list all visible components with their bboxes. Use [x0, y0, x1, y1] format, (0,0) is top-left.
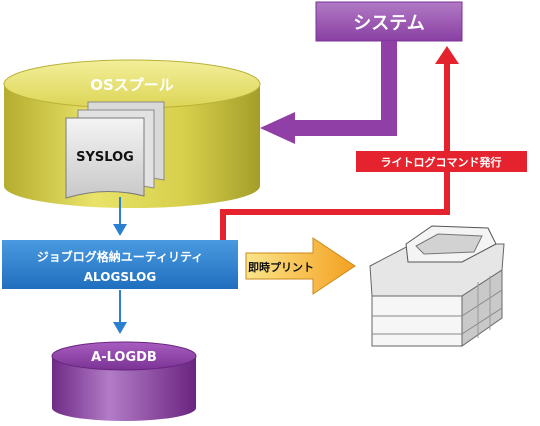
- system-label: システム: [353, 13, 424, 34]
- syslog-document-stack: SYSLOG: [65, 101, 165, 199]
- printer-icon: [369, 225, 505, 347]
- write-log-command-arrow: [220, 46, 459, 240]
- os-spool-label: OSスプール: [90, 76, 174, 94]
- utility-label-line1: ジョブログ格納ユーティリティ: [37, 249, 204, 264]
- syslog-label: SYSLOG: [76, 150, 134, 165]
- log-storage-utility-box: ジョブログ格納ユーティリティ ALOGSLOG: [2, 240, 238, 289]
- write-log-command-label: ライトログコマンド発行: [381, 155, 502, 169]
- immediate-print-label: 即時プリント: [248, 260, 314, 274]
- write-log-command-label-box: ライトログコマンド発行: [356, 151, 527, 172]
- alogdb-label: A-LOGDB: [91, 350, 157, 365]
- utility-label-line2: ALOGSLOG: [84, 270, 156, 284]
- alogdb-cylinder: A-LOGDB: [51, 341, 197, 421]
- utility-to-db-arrow: [113, 290, 127, 334]
- system-box: システム: [315, 1, 463, 42]
- spool-to-utility-arrow: [113, 197, 127, 236]
- system-to-spool-arrow: [260, 41, 397, 144]
- immediate-print-arrow: 即時プリント: [245, 237, 356, 295]
